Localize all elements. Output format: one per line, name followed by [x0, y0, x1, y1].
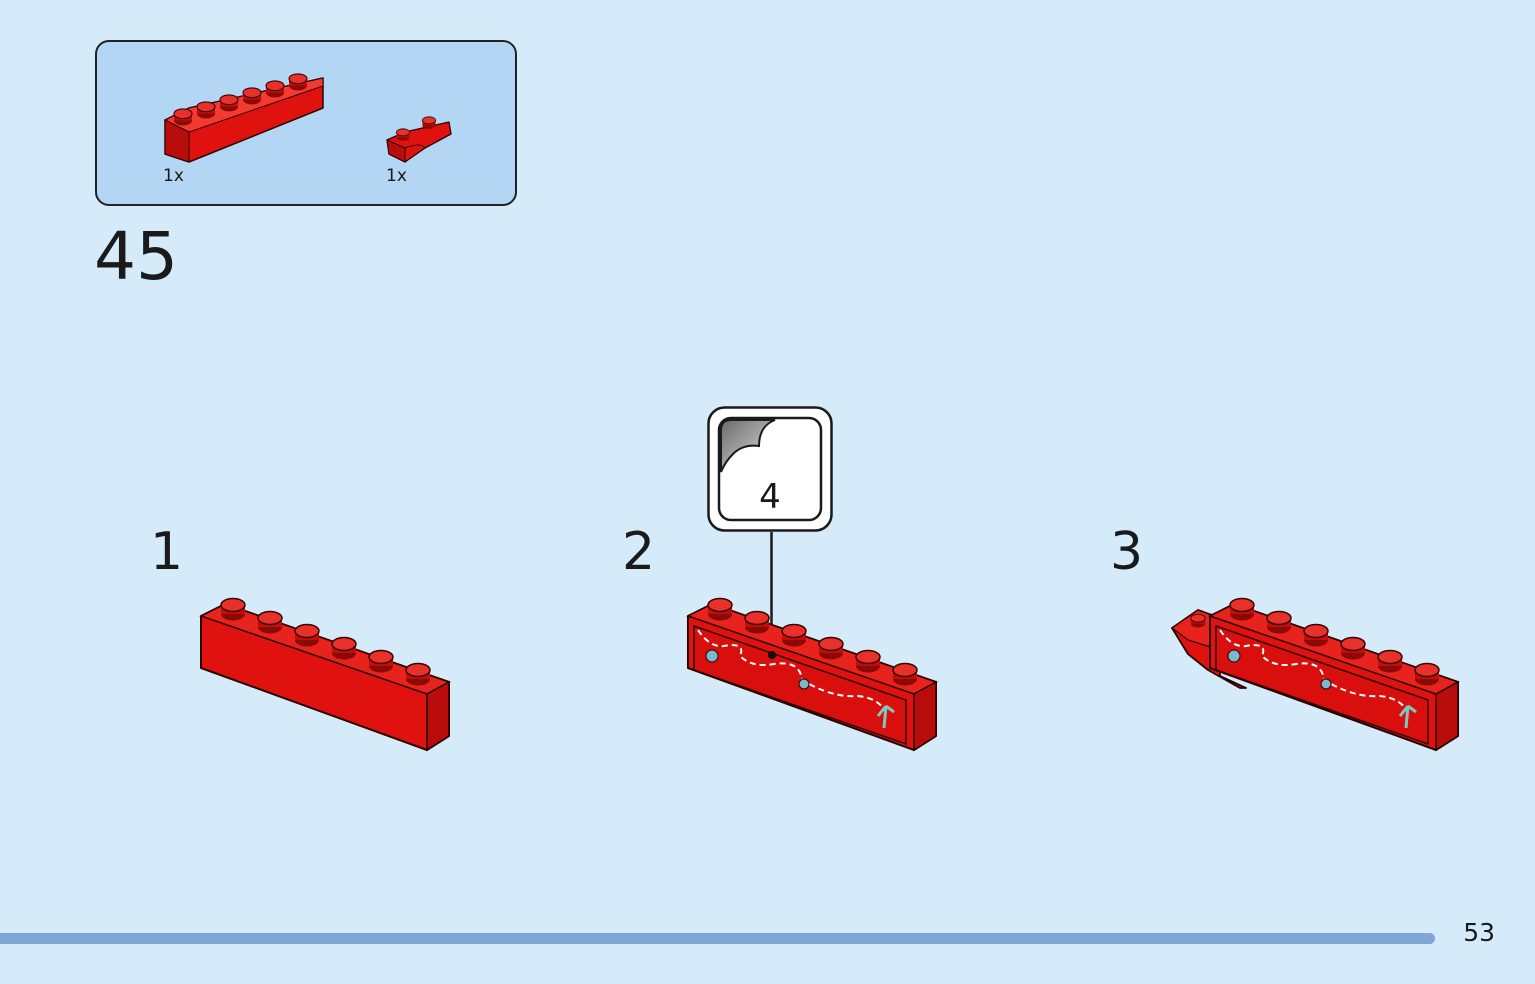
substep-3-assembled-bricks — [1170, 597, 1460, 752]
part-quantity: 1x — [163, 166, 184, 186]
substep-2-brick-with-sticker — [686, 597, 938, 752]
sticker-callout: 4 — [707, 406, 833, 532]
substep-2-number: 2 — [622, 522, 656, 582]
progress-bar — [0, 933, 1436, 944]
parts-list-panel: 1x 1x — [95, 40, 517, 206]
step-number: 45 — [94, 218, 178, 295]
sticker-number: 4 — [759, 477, 781, 517]
substep-1-number: 1 — [150, 522, 184, 582]
brick-1x6-icon — [163, 73, 324, 163]
page-number: 53 — [1463, 918, 1495, 947]
sticker-icon — [707, 406, 833, 532]
substep-1-brick-illustration — [199, 597, 451, 752]
part-quantity: 1x — [386, 166, 407, 186]
inverted-slope-icon — [386, 116, 452, 163]
substep-3-number: 3 — [1110, 522, 1144, 582]
